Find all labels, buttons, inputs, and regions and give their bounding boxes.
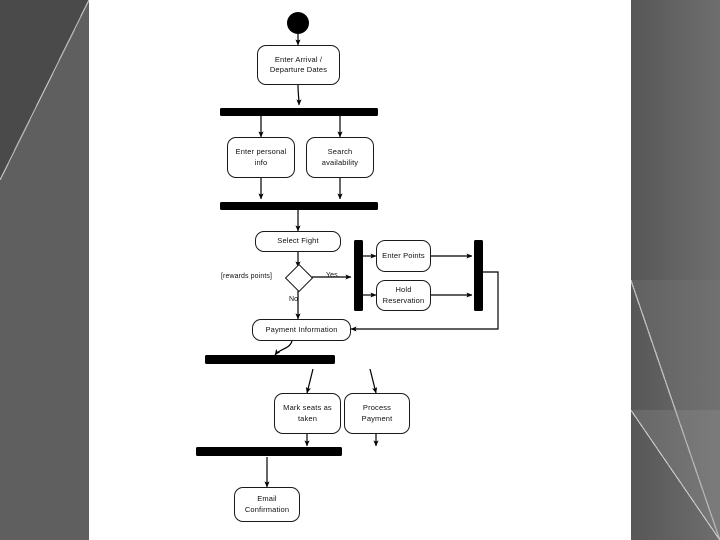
action-payment-information[interactable]: Payment Information	[252, 319, 351, 341]
join-bar-3	[196, 447, 342, 456]
slide-decoration-left	[0, 0, 89, 540]
slide-decoration-right	[631, 0, 720, 540]
slide-decoration-left-wedge	[0, 0, 89, 180]
slide-decoration-right-wedge-2	[631, 410, 720, 540]
action-process-payment[interactable]: Process Payment	[344, 393, 410, 434]
diagram-edges	[258, 34, 499, 488]
guard-label-yes: Yes	[326, 272, 338, 279]
action-select-flight[interactable]: Select Fight	[255, 231, 341, 252]
fork-bar-1	[220, 108, 378, 116]
fork-bar-3	[205, 355, 335, 364]
action-mark-seats-as-taken[interactable]: Mark seats as taken	[274, 393, 341, 434]
guard-label-rewards-points: [rewards points]	[221, 273, 273, 280]
initial-node	[287, 12, 309, 34]
action-email-confirmation[interactable]: Email Confirmation	[234, 487, 300, 522]
action-hold-reservation[interactable]: Hold Reservation	[376, 280, 431, 311]
action-enter-personal-info[interactable]: Enter personal info	[227, 137, 295, 178]
action-search-availability[interactable]: Search availability	[306, 137, 374, 178]
guard-label-no: No	[289, 296, 299, 303]
join-bar-1	[220, 202, 378, 210]
action-enter-points[interactable]: Enter Points	[376, 240, 431, 272]
slide-decoration-right-wedge-1	[631, 280, 720, 540]
join-bar-2-vertical	[474, 240, 483, 311]
activity-diagram: Enter Arrival / Departure Dates Enter pe…	[89, 0, 631, 540]
action-enter-arrival-departure-dates[interactable]: Enter Arrival / Departure Dates	[257, 45, 340, 85]
fork-bar-2-vertical	[354, 240, 363, 311]
